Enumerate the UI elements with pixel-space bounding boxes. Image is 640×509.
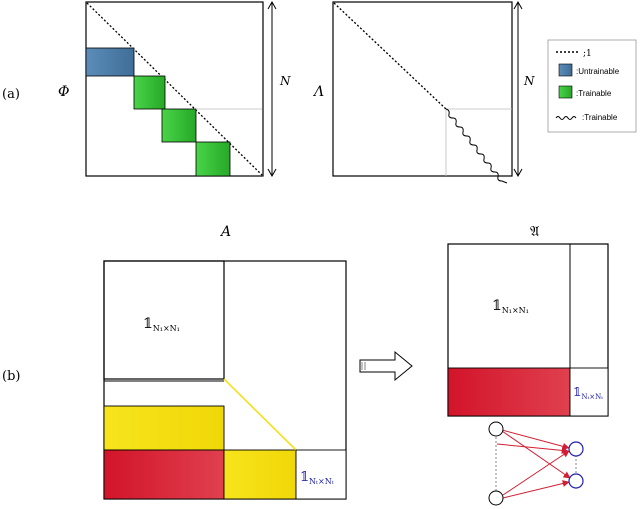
- yellow-block-left: [103, 405, 225, 451]
- phi-matrix: [85, 1, 264, 177]
- panel-b-label: (b): [2, 369, 20, 384]
- edge-1: [501, 429, 570, 450]
- identity-nt-label-a: 𝟙Nₜ×Nₜ: [300, 470, 334, 486]
- legend-wave-sample: [555, 116, 577, 120]
- node-left-top: [488, 421, 504, 437]
- yellow-diagonal-line: [223, 378, 297, 451]
- red-block-a: [103, 449, 225, 500]
- n-label-right: N: [523, 74, 535, 88]
- lambda-diagonal: [333, 2, 447, 110]
- identity-block-n1: [103, 260, 225, 380]
- untrainable-block: [85, 47, 135, 77]
- matrix-frak-a: [447, 243, 609, 417]
- legend-trainable-wave-label: :Trainable: [582, 113, 618, 122]
- matrix-frak-a-title: 𝔄: [530, 224, 539, 240]
- lambda-wavy-diagonal: [445, 108, 508, 184]
- matrix-a-title: A: [219, 224, 231, 240]
- node-right-top: [568, 441, 584, 457]
- trainable-block-3: [195, 141, 231, 177]
- identity-n1-label-frak: 𝟙N₁×N₁: [492, 298, 529, 315]
- legend-untrainable-label: :Untrainable: [576, 67, 620, 76]
- matrix-a: [103, 260, 347, 500]
- transform-arrow: [359, 350, 413, 382]
- node-right-bottom: [568, 473, 584, 489]
- n-arrow-right: [513, 0, 523, 178]
- identity-block-nt-frak: [569, 367, 609, 417]
- node-left-bottom: [488, 490, 504, 506]
- legend-dotted-label: ;1: [583, 49, 592, 59]
- phi-label: Φ: [58, 84, 69, 100]
- identity-n1-label-a: 𝟙N₁×N₁: [143, 316, 180, 333]
- edge-5: [496, 443, 569, 454]
- legend-trainable-box-label: :Trainable: [576, 89, 612, 98]
- edge-3: [502, 450, 570, 496]
- lambda-matrix: [332, 1, 513, 184]
- n-arrow-left: [267, 0, 277, 178]
- legend-trainable-swatch: [558, 85, 573, 99]
- identity-block-nt-a: [295, 449, 347, 500]
- yellow-block-diag: [223, 449, 297, 500]
- identity-nt-label-frak: 𝟙Nₜ×Nₜ: [573, 385, 603, 401]
- legend: ;1 :Untrainable :Trainable :Trainable: [547, 39, 637, 133]
- lambda-label: Λ: [312, 84, 324, 100]
- red-block-frak: [447, 367, 571, 417]
- trainable-block-1: [133, 75, 166, 110]
- edge-2: [501, 430, 571, 479]
- edge-4: [502, 480, 570, 499]
- panel-a-label: (a): [2, 87, 20, 102]
- n-label-left: N: [279, 74, 291, 88]
- bipartite-graph: [488, 421, 584, 506]
- phi-diagonal: [86, 2, 263, 176]
- trainable-block-2: [161, 108, 197, 143]
- legend-untrainable-swatch: [558, 63, 573, 77]
